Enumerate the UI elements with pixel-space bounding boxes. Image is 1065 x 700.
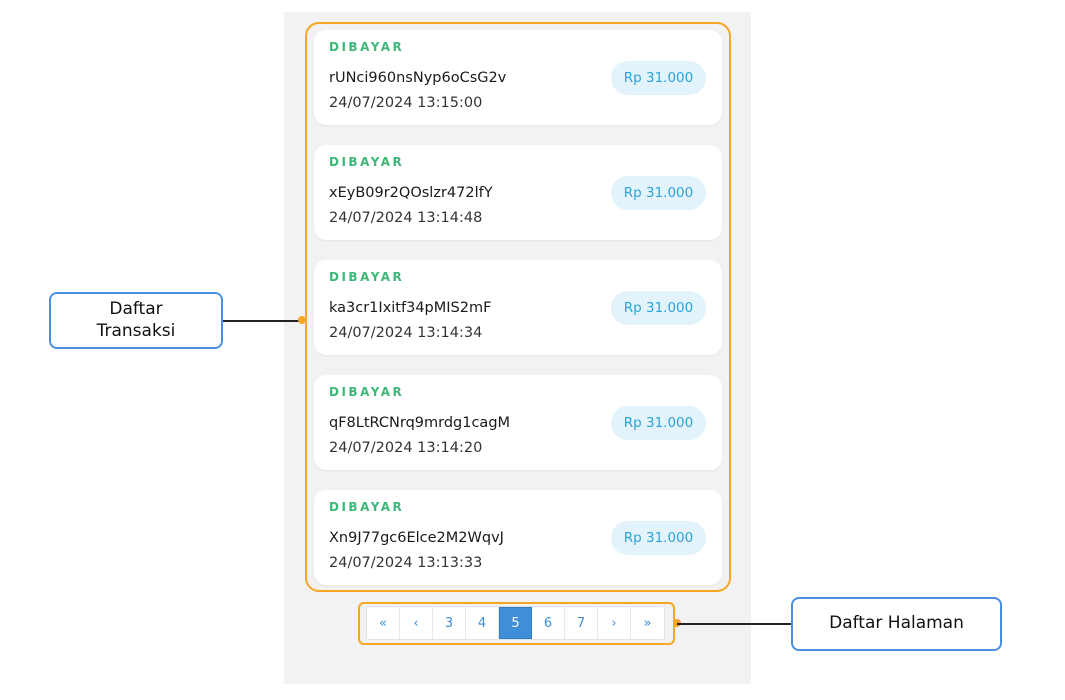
transaction-list-highlight [305, 22, 731, 592]
transaction-card[interactable]: DIBAYAR ka3cr1Ixitf34pMIS2mF 24/07/2024 … [314, 260, 722, 355]
amount-badge: Rp 31.000 [611, 61, 706, 95]
amount-badge: Rp 31.000 [611, 291, 706, 325]
amount-badge: Rp 31.000 [611, 521, 706, 555]
transaction-code: ka3cr1Ixitf34pMIS2mF [329, 300, 492, 316]
transaction-card[interactable]: DIBAYAR rUNci960nsNyp6oCsG2v 24/07/2024 … [314, 30, 722, 125]
transaction-date: 24/07/2024 13:14:20 [329, 440, 483, 456]
next-page-button[interactable]: › [598, 607, 631, 639]
amount-badge: Rp 31.000 [611, 176, 706, 210]
last-page-button[interactable]: » [643, 615, 652, 631]
status-label: DIBAYAR [329, 155, 405, 169]
page-button-6[interactable]: 6 [532, 607, 565, 639]
transaction-card[interactable]: DIBAYAR qF8LtRCNrq9mrdg1cagM 24/07/2024 … [314, 375, 722, 470]
list-callout-connector [222, 320, 302, 322]
amount-badge: Rp 31.000 [611, 406, 706, 440]
page-button-4[interactable]: 4 [466, 607, 499, 639]
transaction-code: Xn9J77gc6Elce2M2WqvJ [329, 530, 504, 546]
pagination: « ‹ 3 4 5 6 7 › » [366, 606, 665, 640]
transaction-card[interactable]: DIBAYAR Xn9J77gc6Elce2M2WqvJ 24/07/2024 … [314, 490, 722, 585]
transaction-card[interactable]: DIBAYAR xEyB09r2QOslzr472lfY 24/07/2024 … [314, 145, 722, 240]
prev-page-button[interactable]: ‹ [400, 607, 433, 639]
page-button-3[interactable]: 3 [433, 607, 466, 639]
status-label: DIBAYAR [329, 270, 405, 284]
first-page-button[interactable]: « [367, 607, 400, 639]
page-button-5-current[interactable]: 5 [499, 607, 532, 639]
pager-callout-connector [677, 623, 792, 625]
list-callout-label: Daftar Transaksi [49, 292, 223, 349]
page-button-7[interactable]: 7 [565, 607, 598, 639]
transaction-code: xEyB09r2QOslzr472lfY [329, 185, 493, 201]
status-label: DIBAYAR [329, 385, 405, 399]
transaction-date: 24/07/2024 13:14:34 [329, 325, 483, 341]
status-label: DIBAYAR [329, 500, 405, 514]
transaction-date: 24/07/2024 13:14:48 [329, 210, 483, 226]
status-label: DIBAYAR [329, 40, 405, 54]
transaction-date: 24/07/2024 13:15:00 [329, 95, 483, 111]
transaction-date: 24/07/2024 13:13:33 [329, 555, 483, 571]
transaction-code: qF8LtRCNrq9mrdg1cagM [329, 415, 511, 431]
pager-callout-label: Daftar Halaman [791, 597, 1002, 651]
transaction-code: rUNci960nsNyp6oCsG2v [329, 70, 507, 86]
list-callout-line2: Transaksi [96, 320, 176, 341]
list-callout-anchor [298, 316, 306, 324]
list-callout-line1: Daftar [109, 299, 163, 320]
